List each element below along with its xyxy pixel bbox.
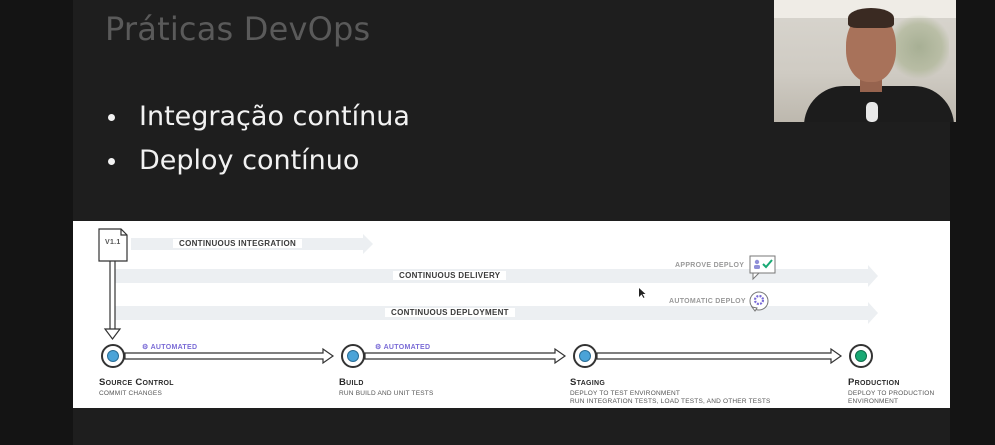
bullet-item: Deploy contínuo: [105, 139, 410, 183]
automatic-deploy-label: AUTOMATIC DEPLOY: [669, 298, 746, 305]
stage-sub-production: ENVIRONMENT: [848, 398, 899, 405]
stage-sub-staging: RUN INTEGRATION TESTS, LOAD TESTS, AND O…: [570, 398, 771, 405]
continuous-integration-label: CONTINUOUS INTEGRATION: [173, 239, 303, 248]
staging-node: [573, 344, 597, 368]
stage-sub-staging: DEPLOY TO TEST ENVIRONMENT: [570, 390, 681, 397]
automatic-deploy-icon: [749, 291, 769, 312]
continuous-deployment-label: CONTINUOUS DEPLOYMENT: [385, 308, 515, 317]
continuous-delivery-label: CONTINUOUS DELIVERY: [393, 271, 507, 280]
source-control-node: [101, 344, 125, 368]
version-file-icon: [98, 228, 128, 262]
bullet-text: Integração contínua: [139, 101, 410, 132]
automated-tag: ⚙ AUTOMATED: [142, 344, 198, 351]
stage-sub-source-control: COMMIT CHANGES: [99, 390, 162, 397]
automated-label: AUTOMATED: [383, 344, 431, 351]
slide-title: Práticas DevOps: [105, 10, 371, 48]
stage-title-build: Build: [339, 377, 364, 388]
presenter-webcam: [774, 0, 956, 122]
stage-sub-build: RUN BUILD AND UNIT TESTS: [339, 390, 434, 397]
build-node: [341, 344, 365, 368]
bullet-item: Integração contínua: [105, 95, 410, 139]
bullet-dot-icon: [108, 157, 115, 165]
devops-pipeline-diagram: V1.1 CONTINUOUS INTEGRATION CONTINUOUS D…: [73, 221, 950, 408]
approve-deploy-icon: [749, 255, 776, 281]
automated-label: AUTOMATED: [150, 344, 198, 351]
microphone-icon: [866, 102, 878, 122]
stage-title-staging: Staging: [570, 377, 606, 388]
automated-tag: ⚙ AUTOMATED: [375, 344, 431, 351]
bullet-dot-icon: [108, 113, 115, 121]
mouse-cursor-icon: [639, 288, 646, 298]
stage-title-production: Production: [848, 377, 900, 388]
stage-sub-production: DEPLOY TO PRODUCTION: [848, 390, 935, 397]
approve-deploy-label: APPROVE DEPLOY: [675, 262, 745, 269]
stage-title-source-control: Source Control: [99, 377, 174, 388]
version-tag: V1.1: [105, 239, 121, 246]
bullet-text: Deploy contínuo: [139, 145, 360, 176]
bullet-list: Integração contínua Deploy contínuo: [105, 95, 410, 183]
production-node: [849, 344, 873, 368]
